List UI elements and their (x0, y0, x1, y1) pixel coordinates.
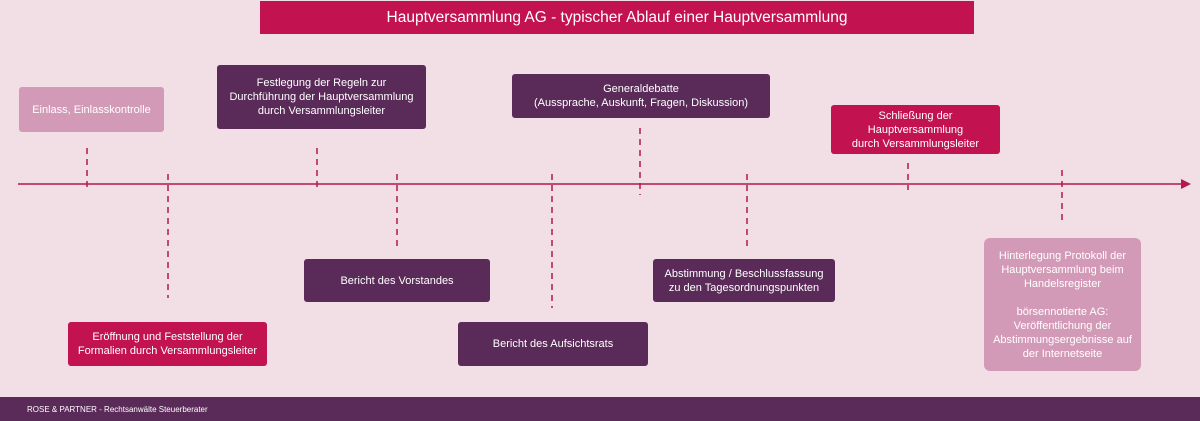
footer-bar: ROSE & PARTNER - Rechtsanwälte Steuerber… (0, 397, 1200, 421)
step-generaldebatte: Generaldebatte (Aussprache, Auskunft, Fr… (512, 74, 770, 118)
step-vorstand: Bericht des Vorstandes (304, 259, 490, 302)
step-hinterlegung: Hinterlegung Protokoll der Hauptversamml… (984, 238, 1141, 371)
step-einlass: Einlass, Einlasskontrolle (19, 87, 164, 132)
step-eroeffnung: Eröffnung und Feststellung der Formalien… (68, 322, 267, 366)
footer-text: ROSE & PARTNER - Rechtsanwälte Steuerber… (27, 404, 208, 414)
step-aufsichtsrat: Bericht des Aufsichtsrats (458, 322, 648, 366)
timeline-arrowhead (1181, 179, 1191, 189)
step-regeln: Festlegung der Regeln zur Durchführung d… (217, 65, 426, 129)
step-schliessung: Schließung der Hauptversammlung durch Ve… (831, 105, 1000, 154)
step-abstimmung: Abstimmung / Beschlussfassung zu den Tag… (653, 259, 835, 302)
diagram-title: Hauptversammlung AG - typischer Ablauf e… (260, 1, 974, 34)
